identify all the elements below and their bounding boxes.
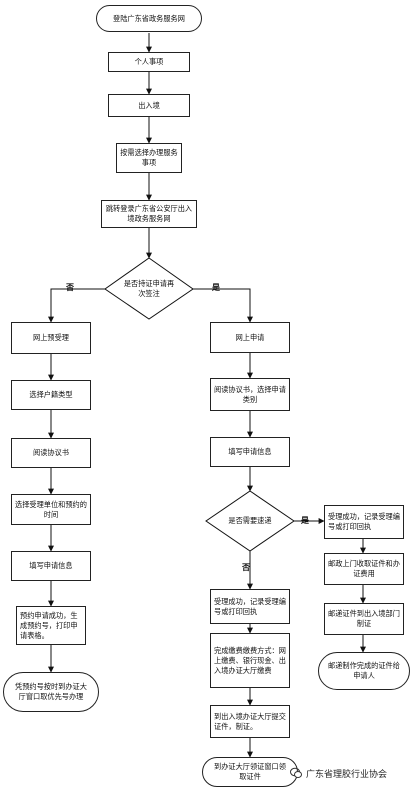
left-fill-info-node: 填写申请信息 bbox=[11, 551, 91, 581]
wechat-icon bbox=[290, 767, 302, 778]
right-pickup-node: 到办证大厅领证窗口领取证件 bbox=[202, 757, 298, 787]
right-fill-info-node: 填写申请信息 bbox=[210, 437, 290, 467]
redirect-node: 跳转登录广东省公安厅出入境政务服务网 bbox=[101, 200, 197, 228]
start-node: 登陆广东省政务服务网 bbox=[96, 5, 202, 32]
left-read-agreement-node: 阅读协议书 bbox=[11, 438, 91, 468]
connector-no-branch bbox=[48, 288, 105, 323]
left-household-node: 选择户籍类型 bbox=[11, 380, 91, 410]
entry-exit-node: 出入境 bbox=[108, 94, 190, 117]
left-appointment-node: 网上预受理 bbox=[11, 322, 91, 354]
decision-visa-diamond bbox=[104, 257, 194, 320]
right-submit-node: 到出入境办证大厅提交证件，制证。 bbox=[210, 705, 290, 738]
watermark-text: 广东省理胶行业协会 bbox=[306, 769, 388, 780]
left-success-node: 预约申请成功，生成预约号，打印申请表格。 bbox=[16, 606, 86, 645]
express-yes-label: 是 bbox=[301, 516, 309, 525]
express-collect-node: 邮政上门收取证件和办证费用 bbox=[324, 553, 404, 585]
watermark: 广东省理胶行业协会 bbox=[290, 764, 410, 782]
personal-node: 个人事项 bbox=[108, 52, 190, 72]
left-select-unit-node: 选择受理单位和预约的时间 bbox=[11, 494, 91, 525]
left-final-node: 凭预约号按时到办证大厅窗口取优先号办理 bbox=[3, 672, 99, 712]
connector-yes-branch bbox=[193, 288, 253, 323]
decision-express-label: 是否需要速递 bbox=[228, 516, 272, 525]
decision-visa-label: 是否持证申请再次签注 bbox=[123, 279, 175, 298]
right-accepted-node: 受理成功，记录受理编号或打印回执 bbox=[210, 589, 290, 624]
express-deliver-applicant-node: 邮递制作完成的证件给申请人 bbox=[318, 652, 410, 690]
no-label: 否 bbox=[66, 283, 74, 292]
right-online-apply-node: 网上申请 bbox=[210, 322, 290, 353]
express-no-label: 否 bbox=[242, 563, 250, 572]
right-read-agreement-node: 阅读协议书，选择申请类别 bbox=[210, 378, 290, 411]
express-deliver-dept-node: 邮递证件到出入境部门制证 bbox=[324, 603, 404, 635]
select-service-node: 按需选择办理服务事项 bbox=[116, 143, 182, 173]
right-payment-node: 完成缴费缴费方式：网上缴费、银行现金、出入境办证大厅缴费 bbox=[210, 633, 290, 688]
express-success-node: 受理成功，记录受理编号或打印回执 bbox=[324, 505, 404, 539]
yes-label: 是 bbox=[212, 283, 220, 292]
